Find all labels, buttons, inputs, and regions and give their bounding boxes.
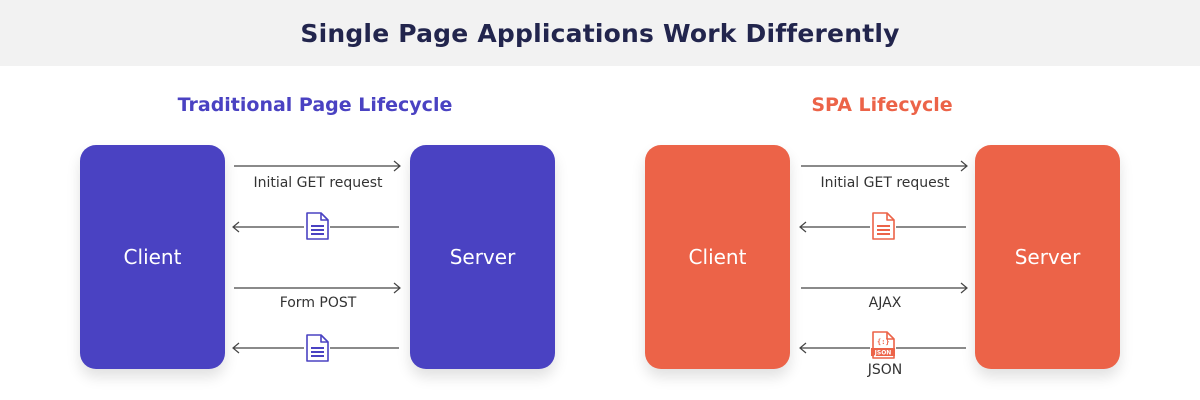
spa-json-label: JSON <box>867 362 903 378</box>
spa-get-request-label: Initial GET request <box>820 175 950 191</box>
spa-client-label: Client <box>688 245 747 269</box>
spa-section-title: SPA Lifecycle <box>811 94 953 116</box>
svg-text:{:}: {:} <box>877 338 890 346</box>
spa-ajax-arrow <box>801 281 969 295</box>
traditional-client-box: Client <box>80 145 225 369</box>
spa-ajax-label: AJAX <box>868 295 902 311</box>
document-icon <box>304 212 330 240</box>
spa-client-box: Client <box>645 145 790 369</box>
traditional-get-request-label: Initial GET request <box>253 175 383 191</box>
json-icon-text: JSON <box>874 350 892 357</box>
title-banner: Single Page Applications Work Differentl… <box>0 0 1200 66</box>
json-file-icon: {:} JSON <box>870 331 896 359</box>
traditional-server-box: Server <box>410 145 555 369</box>
traditional-form-post-arrow <box>234 281 402 295</box>
spa-server-box: Server <box>975 145 1120 369</box>
traditional-client-label: Client <box>123 245 182 269</box>
traditional-section-title: Traditional Page Lifecycle <box>177 94 453 116</box>
traditional-get-request-arrow <box>234 159 402 173</box>
traditional-form-post-label: Form POST <box>279 295 357 311</box>
traditional-server-label: Server <box>449 245 516 269</box>
page-title: Single Page Applications Work Differentl… <box>300 18 900 48</box>
document-icon <box>870 212 896 240</box>
spa-server-label: Server <box>1014 245 1081 269</box>
document-icon <box>304 334 330 362</box>
spa-get-request-arrow <box>801 159 969 173</box>
